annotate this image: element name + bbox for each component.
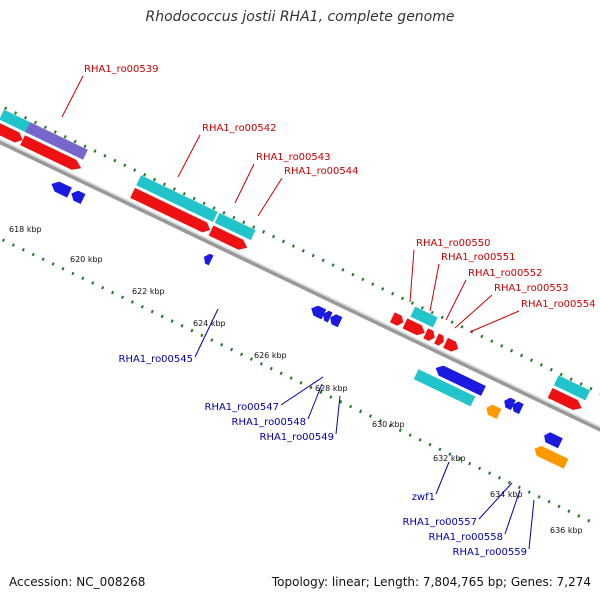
gene-feature[interactable]	[208, 225, 250, 253]
gene-label: RHA1_ro00549	[260, 432, 335, 443]
label-leader-line	[528, 499, 535, 550]
gene-feature[interactable]	[410, 306, 438, 328]
label-leader-line	[454, 294, 493, 329]
gene-label: RHA1_ro00553	[494, 283, 569, 294]
gene-feature[interactable]	[309, 303, 327, 320]
gene-feature[interactable]	[20, 135, 83, 173]
ruler-label: 624 kbp	[193, 319, 226, 328]
gene-feature[interactable]	[0, 109, 31, 133]
ruler-label: 622 kbp	[132, 287, 165, 296]
gene-feature[interactable]	[321, 309, 333, 323]
label-leaders	[61, 75, 535, 550]
gene-feature[interactable]	[328, 313, 343, 328]
gene-label: RHA1_ro00552	[468, 268, 543, 279]
label-leader-line	[194, 308, 219, 358]
label-leader-line	[335, 395, 341, 435]
gene-label: RHA1_ro00558	[429, 532, 504, 543]
ruler-labels: 618 kbp 620 kbp 622 kbp 624 kbp 626 kbp 628 k…	[9, 225, 583, 535]
gene-feature[interactable]	[532, 444, 569, 469]
gene-feature[interactable]	[202, 252, 214, 266]
gene-label: RHA1_ro00542	[202, 123, 277, 134]
accession-text: Accession: NC_008268	[9, 575, 146, 589]
gene-feature[interactable]	[214, 212, 256, 241]
gene-label: zwf1	[412, 492, 435, 503]
ruler-label: 628 kbp	[315, 384, 348, 393]
gene-feature[interactable]	[423, 328, 437, 342]
gene-label: RHA1_ro00543	[256, 152, 331, 163]
feature-layer	[0, 106, 600, 525]
gene-label: RHA1_ro00548	[232, 417, 307, 428]
gene-feature[interactable]	[433, 363, 486, 396]
gene-feature[interactable]	[402, 318, 428, 337]
gene-label: RHA1_ro00551	[441, 252, 516, 263]
gene-feature[interactable]	[389, 312, 406, 327]
gene-feature[interactable]	[413, 369, 476, 407]
label-leader-line	[445, 279, 467, 321]
ruler-label: 618 kbp	[9, 225, 42, 234]
gene-labels: RHA1_ro00539RHA1_ro00542RHA1_ro00543RHA1…	[84, 64, 596, 558]
ruler-label: 632 kbp	[433, 454, 466, 463]
gene-feature[interactable]	[542, 431, 563, 449]
gene-feature[interactable]	[434, 333, 446, 347]
gene-feature[interactable]	[443, 337, 460, 354]
gene-feature[interactable]	[49, 179, 72, 198]
label-leader-line	[177, 134, 201, 178]
ruler-label: 634 kbp	[490, 490, 523, 499]
gene-label: RHA1_ro00547	[205, 402, 280, 413]
label-leader-line	[469, 310, 520, 333]
label-leader-line	[435, 461, 450, 495]
gene-feature[interactable]	[547, 387, 584, 413]
label-leader-line	[478, 482, 513, 520]
gene-feature[interactable]	[484, 403, 502, 419]
gene-feature[interactable]	[510, 400, 524, 415]
label-leader-line	[61, 75, 84, 118]
gene-label: RHA1_ro00544	[284, 166, 359, 177]
gene-label: RHA1_ro00550	[416, 238, 491, 249]
gene-feature[interactable]	[136, 175, 218, 222]
gene-feature[interactable]	[69, 189, 86, 205]
gene-label: RHA1_ro00545	[119, 354, 194, 365]
gene-feature[interactable]	[130, 187, 212, 235]
genome-axis	[0, 130, 600, 447]
map-title: Rhodococcus jostii RHA1, complete genome	[145, 9, 455, 25]
genome-axis-highlight	[0, 130, 600, 444]
label-leader-line	[307, 383, 323, 420]
ruler-label: 620 kbp	[70, 255, 103, 264]
gene-feature[interactable]	[502, 396, 516, 411]
ruler-label: 636 kbp	[550, 526, 583, 535]
gene-feature[interactable]	[25, 122, 88, 160]
gene-label: RHA1_ro00539	[84, 64, 159, 75]
label-leader-line	[409, 249, 415, 303]
gene-label: RHA1_ro00557	[403, 517, 478, 528]
label-leader-line	[257, 177, 283, 217]
gene-label: RHA1_ro00554	[521, 299, 596, 310]
ruler-label: 630 kbp	[372, 420, 405, 429]
gene-feature[interactable]	[553, 375, 591, 401]
ruler-label: 626 kbp	[254, 351, 287, 360]
label-leader-line	[280, 376, 324, 406]
gene-feature[interactable]	[0, 122, 25, 145]
gene-label: RHA1_ro00559	[453, 547, 528, 558]
label-leader-line	[429, 263, 440, 312]
topology-text: Topology: linear; Length: 7,804,765 bp; …	[271, 575, 591, 589]
label-leader-line	[234, 163, 255, 204]
label-leader-line	[504, 489, 521, 535]
